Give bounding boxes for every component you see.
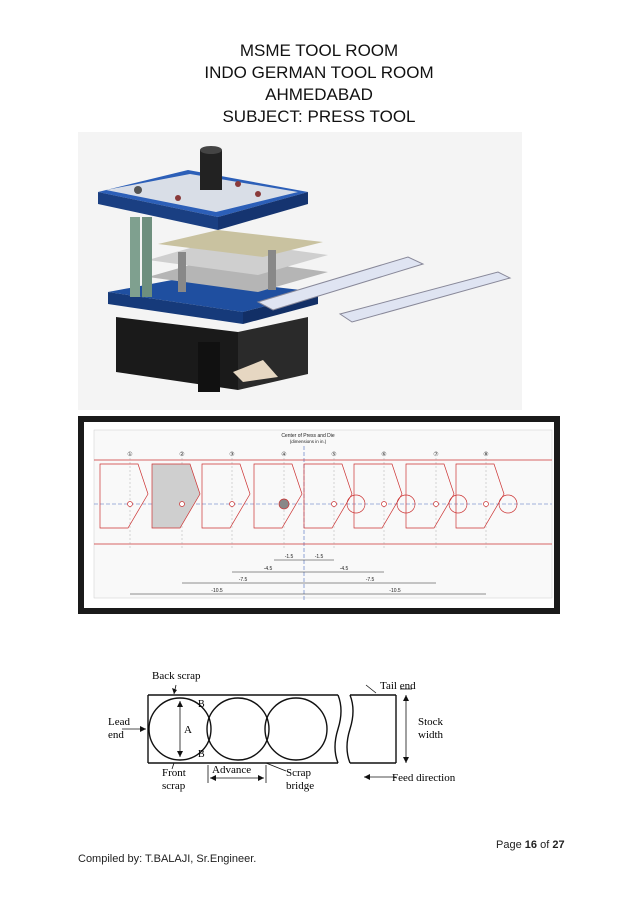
front-scrap-label-2: scrap — [162, 780, 186, 792]
dimension-label: -10.5 — [389, 588, 401, 594]
pilot-hole — [433, 501, 439, 507]
station-number: ① — [127, 451, 132, 458]
dimension-b-bottom-label: B — [198, 749, 205, 760]
strip-part — [151, 463, 201, 529]
press-tool-3d-image — [78, 132, 522, 410]
pilot-hole — [179, 501, 185, 507]
stock-scrap-diagram: Back scrap Tail end Lead end A B B Stock… — [108, 670, 456, 792]
pilot-hole — [483, 501, 489, 507]
strip-parts — [99, 458, 518, 548]
dimension-label: -1.5 — [285, 554, 294, 560]
lead-end-label-1: Lead — [108, 716, 130, 728]
pilot-hole — [381, 501, 387, 507]
dimension-label: -10.5 — [211, 588, 223, 594]
stock-width-label-1: Stock — [418, 716, 444, 728]
station-number: ⑤ — [331, 451, 336, 458]
pierced-hole — [346, 494, 366, 514]
station-number: ⑦ — [433, 451, 438, 458]
feed-direction-label: Feed direction — [392, 772, 456, 784]
lead-end-label-2: end — [108, 729, 124, 741]
pilot-hole — [229, 501, 235, 507]
front-scrap-label-1: Front — [162, 767, 186, 779]
dimension-a-label: A — [184, 724, 192, 736]
station-number: ④ — [281, 451, 286, 458]
header-line-4: SUBJECT: PRESS TOOL — [222, 107, 416, 126]
dimension-label: -4.5 — [340, 566, 349, 572]
strip-part — [253, 463, 303, 529]
strip-part — [303, 463, 353, 529]
strip-part — [405, 463, 455, 529]
dimension-label: -7.5 — [366, 577, 375, 583]
station-number: ③ — [229, 451, 234, 458]
strip-layout-diagram: Center of Press and Die (dimensions in i… — [78, 416, 560, 614]
page-word: Page — [496, 839, 522, 851]
station-number: ② — [179, 451, 184, 458]
strip-part — [201, 463, 251, 529]
of-word: of — [540, 839, 550, 851]
station-numbers: ① ② ③ ④ ⑤ ⑥ ⑦ ⑧ — [127, 451, 488, 458]
header-line-1: MSME TOOL ROOM — [239, 41, 399, 60]
advance-label: Advance — [212, 764, 251, 776]
strip-part — [353, 463, 403, 529]
dimension-label: -7.5 — [239, 577, 248, 583]
pilot-hole — [127, 501, 133, 507]
strip-title-2: (dimensions in in.) — [290, 439, 327, 444]
strip-title-1: Center of Press and Die — [281, 433, 335, 439]
tail-end-label: Tail end — [380, 680, 416, 692]
pilot-hole — [278, 498, 290, 510]
page-current: 16 — [524, 839, 538, 851]
header-line-2: INDO GERMAN TOOL ROOM — [204, 63, 434, 82]
compiled-by: Compiled by: T.BALAJI, Sr.Engineer. — [78, 853, 257, 865]
dimension-b-top-label: B — [198, 699, 205, 710]
scrap-bridge-label-2: bridge — [286, 780, 314, 792]
dimension-label: -1.5 — [315, 554, 324, 560]
stock-width-label-2: width — [418, 729, 444, 741]
header-line-3: AHMEDABAD — [265, 85, 373, 104]
scrap-bridge-label-1: Scrap — [286, 767, 312, 779]
pierced-hole — [498, 494, 518, 514]
pierced-hole — [448, 494, 468, 514]
dimension-label: -4.5 — [264, 566, 273, 572]
strip-part — [99, 463, 149, 529]
dimension-lines: -1.5 -1.5 -4.5 -4.5 -7.5 -7.5 -10.5 -10.5 — [130, 554, 486, 595]
pilot-hole — [331, 501, 337, 507]
station-number: ⑧ — [483, 451, 488, 458]
station-number: ⑥ — [381, 451, 386, 458]
page-number: Page 16 of 27 — [496, 839, 565, 851]
strip-part — [455, 463, 505, 529]
back-scrap-label: Back scrap — [152, 670, 201, 682]
page-total: 27 — [552, 839, 565, 851]
